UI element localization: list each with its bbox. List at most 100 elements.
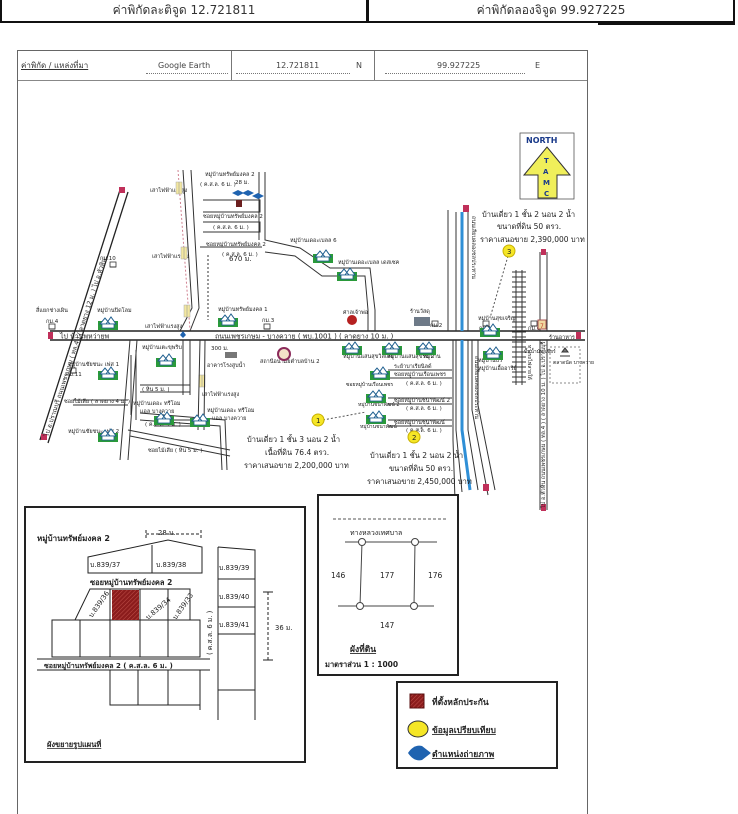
legend-label: ข้อมูลเปรียบเทียบ bbox=[432, 725, 496, 736]
village-label: หมู่บ้านชนาพัฒน์ bbox=[360, 423, 397, 430]
road-label-left: ไป บ้านพุหว่ายพ bbox=[59, 332, 110, 341]
map-document: ค่าพิกัด / แหล่งที่มา Google Earth 12.72… bbox=[17, 50, 588, 814]
seven-eleven-label: 7 bbox=[540, 323, 544, 330]
topbar-shadow bbox=[598, 22, 735, 25]
comparable-2: 2 บ้านเดี่ยว 1 ชั้น 2 นอน 2 น้ำ ขนาดที่ด… bbox=[367, 421, 472, 486]
km-label: กม.0 bbox=[528, 326, 541, 332]
soi-label: ซอยไม้เสีย ( หิน 5 ม. ) bbox=[148, 447, 202, 454]
village-icon bbox=[365, 410, 387, 425]
inset-soi-bottom-label: ซอยหมู่บ้านทรัพย์มงคล 2 ( ค.ส.ล. 6 ม. ) bbox=[44, 661, 173, 671]
soi-label: ซอยหมู่บ้านเรือนเพชร bbox=[394, 371, 446, 378]
plot-label: บ.839/38 bbox=[156, 561, 186, 569]
legend: ที่ตั้งหลักประกัน ข้อมูลเปรียบเทียบ ตำแห… bbox=[396, 681, 558, 769]
inset-plan: หมู่บ้านทรัพย์มงคล 2 28 ม. 36 ม. บ.839/3… bbox=[24, 506, 306, 763]
right-highway-label: ไป อ.หัวหิน ถนนเพชรเกษม ( ทล.4 ) ( ลาดยา… bbox=[540, 341, 547, 509]
source-cell: ค่าพิกัด / แหล่งที่มา Google Earth bbox=[18, 51, 231, 80]
pole-label: เสาไฟฟ้าแรงสูง bbox=[150, 187, 188, 194]
land-road-label: ทางหลวงเทศบาล bbox=[350, 529, 402, 537]
soi-label: ระย้าบาเรียนิลด์ bbox=[394, 363, 432, 370]
road-width-label: ( หิน 5 ม. ) bbox=[142, 386, 170, 393]
pole-icon bbox=[180, 246, 188, 260]
pole-label: เสาไฟฟ้าแรงสูง bbox=[145, 323, 183, 330]
parcel-number: 146 bbox=[331, 571, 346, 580]
land-plan-title: ผังที่ดิน bbox=[350, 642, 376, 655]
map-header: ค่าพิกัด / แหล่งที่มา Google Earth 12.72… bbox=[18, 51, 587, 81]
scale-label: มาตราส่วน 1 : 1000 bbox=[325, 660, 398, 669]
width-28-label: 28 ม. bbox=[158, 529, 175, 537]
village-label: หมู่บ้าน bbox=[423, 353, 441, 360]
canal-road-label: ถนนเลียบคลองชลประทาน bbox=[470, 216, 477, 279]
road-width-label: ( ค.ส.ล. 6 ม. ) bbox=[200, 181, 236, 188]
comparable-line: บ้านเดี่ยว 1 ชั้น 2 นอน 2 น้ำ bbox=[482, 209, 575, 219]
coordinate-bar: ค่าพิกัดละติจูด 12.721811 ค่าพิกัดลองจิจ… bbox=[0, 0, 735, 23]
collateral-marker bbox=[236, 200, 242, 207]
legend-label: ตำแหน่งถ่ายภาพ bbox=[432, 749, 495, 760]
upper-labels: หมู่บ้านทรัพย์มงคล 2 ( ค.ส.ล. 6 ม. ) 28 … bbox=[35, 171, 399, 330]
north-arrow-icon bbox=[522, 146, 572, 199]
village-label: หมู่บ้านเดอะเบลล 6 bbox=[290, 237, 337, 244]
source-value: Google Earth bbox=[158, 61, 211, 70]
market-box bbox=[549, 346, 581, 384]
dotted-line bbox=[385, 73, 525, 74]
health-station-label: สถานีอนามัยตำบลบ้าน 2 bbox=[260, 358, 320, 365]
upper-roads bbox=[179, 169, 376, 332]
longitude-cell: ค่าพิกัดลองจิจูด 99.927225 bbox=[366, 0, 733, 21]
village-label: หมู่บ้านชัยชนะ เฟส 2 bbox=[68, 428, 119, 435]
village-label: หมู่บ้านเอื้ออารีย์ bbox=[478, 364, 517, 372]
village-label: หมู่บ้านชนาพัฒน์ 2 bbox=[358, 401, 400, 408]
village-icon bbox=[97, 366, 119, 381]
photo-marker-junction bbox=[180, 331, 186, 338]
collateral-legend-icon bbox=[409, 693, 425, 709]
source-label: ค่าพิกัด / แหล่งที่มา bbox=[21, 61, 89, 70]
gas-station-label: ปั๊มน้ำมัน เชียร์ bbox=[524, 346, 556, 355]
north-letter: T bbox=[544, 157, 549, 165]
village-label: หมู่บ้านทรัพย์มงคล 2 bbox=[205, 171, 255, 178]
soi-label: ซอยหมู่บ้านชนาพัฒน์ bbox=[394, 419, 445, 426]
north-letter: C bbox=[544, 190, 549, 198]
village-icon bbox=[381, 341, 403, 356]
railway: ทางรถไฟสายใต้ bbox=[512, 270, 533, 385]
diagonal-road-label: ไป อ.ปราณบุรี ถนนเพชรเกษม ( ทล.4 ) ( ลาด… bbox=[42, 256, 108, 438]
km-marker-icon bbox=[109, 261, 117, 268]
inset-title: ผังขยายรูปแผนที่ bbox=[47, 738, 101, 750]
village-icon bbox=[97, 316, 119, 331]
road-width-label: ( ค.ส.ล. 6 ม. ) bbox=[213, 224, 249, 231]
school-icon bbox=[225, 352, 237, 358]
main-road-label: ถนนเพชรเกษม - บางควาย ( พบ.1001 ) ( ลาดย… bbox=[215, 333, 394, 341]
market-icon bbox=[560, 347, 570, 357]
comparable-3: 3 บ้านเดี่ยว 1 ชั้น 2 นอน 2 น้ำ ขนาดที่ด… bbox=[480, 209, 585, 319]
pole-label: เสาไฟฟ้าแรงสูง bbox=[202, 391, 240, 398]
village-icon bbox=[336, 267, 358, 282]
village-icon bbox=[312, 249, 334, 264]
north-label: NORTH bbox=[526, 136, 557, 145]
village-label: หมู่บ้านเดอะ ทรีโอม bbox=[133, 399, 181, 407]
comparable-line: ราคาเสนอขาย 2,390,000 บาท bbox=[480, 235, 585, 244]
road-width-label: ( ค.ส.ล. 6 ม. ) bbox=[406, 405, 442, 412]
village-label: หมู่บ้านเดอะเบลล เดสเซค bbox=[338, 259, 400, 266]
km-marker-icon bbox=[263, 323, 271, 330]
comparable-line: ราคาเสนอขาย 2,200,000 บาท bbox=[244, 461, 349, 470]
village-icon bbox=[341, 341, 363, 356]
collateral-parcel bbox=[112, 590, 139, 620]
land-plan: ทางหลวงเทศบาล 146 177 176 147 ผังที่ดิน … bbox=[317, 494, 459, 676]
longitude-header-cell: 99.927225 E bbox=[374, 51, 587, 80]
depth-36-label: 36 ม. bbox=[275, 624, 292, 632]
parcel-number: 176 bbox=[428, 571, 443, 580]
soi-label: ซอยหมู่บ้านชนาพัฒน์ 2 bbox=[394, 397, 450, 404]
comparable-line: บ้านเดี่ยว 1 ชั้น 2 นอน 2 น้ำ bbox=[370, 450, 463, 460]
railway-label: ทางรถไฟสายใต้ bbox=[526, 345, 533, 380]
inset-soi-label: ซอยหมู่บ้านทรัพย์มงคล 2 bbox=[90, 578, 172, 588]
photo-legend-icon bbox=[408, 745, 431, 761]
village-label: หมู่บ้านสุขเจริญ bbox=[478, 315, 516, 322]
comparable-legend-icon bbox=[407, 720, 429, 738]
dotted-line bbox=[236, 73, 350, 74]
village-label: หมู่บ้านแสนสุขริม 2 bbox=[387, 353, 434, 360]
road-width-label: ( ค.ส.ล. 6 ม. ) bbox=[222, 251, 258, 258]
canal-road: ถนนเลียบคลองชลประทาน ถนนเลียบคลองชลประทา… bbox=[447, 205, 496, 501]
soi-label: ซอยหมู่บ้านเรือนเพชร bbox=[346, 381, 394, 388]
km-label: กม.4 bbox=[46, 319, 59, 325]
school-label: อาคารโรงสูบน้ำ bbox=[207, 361, 245, 369]
north-letter: A bbox=[543, 168, 549, 176]
latitude-unit: N bbox=[356, 61, 362, 70]
distance-label: 28 ม. bbox=[235, 180, 249, 186]
